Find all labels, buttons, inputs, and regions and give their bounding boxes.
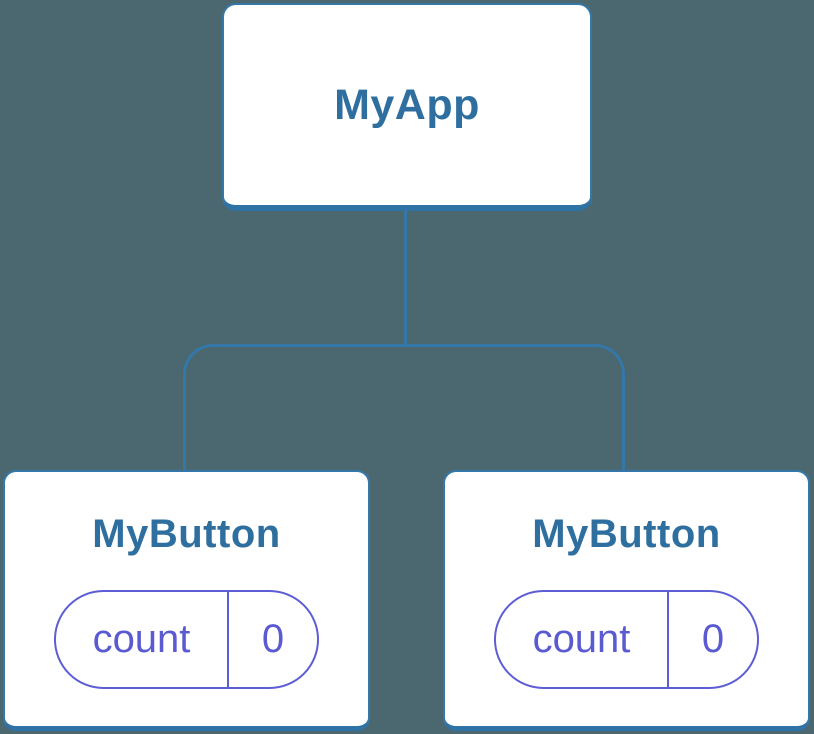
state-pill-1: count 0	[54, 590, 319, 689]
node-label-mybutton-1: MyButton	[92, 512, 281, 556]
connector-bracket	[183, 344, 625, 470]
state-value-2: 0	[701, 617, 725, 661]
state-value-1: 0	[261, 617, 285, 661]
tree-node-mybutton-2: MyButton count 0	[443, 470, 810, 731]
node-label-myapp: MyApp	[334, 80, 480, 129]
state-key-2: count	[496, 592, 669, 687]
tree-node-mybutton-1: MyButton count 0	[3, 470, 370, 731]
state-key-1: count	[56, 592, 229, 687]
connector-stem	[404, 210, 407, 347]
tree-node-myapp: MyApp	[222, 3, 592, 211]
state-pill-2: count 0	[494, 590, 759, 689]
node-label-mybutton-2: MyButton	[532, 512, 721, 556]
